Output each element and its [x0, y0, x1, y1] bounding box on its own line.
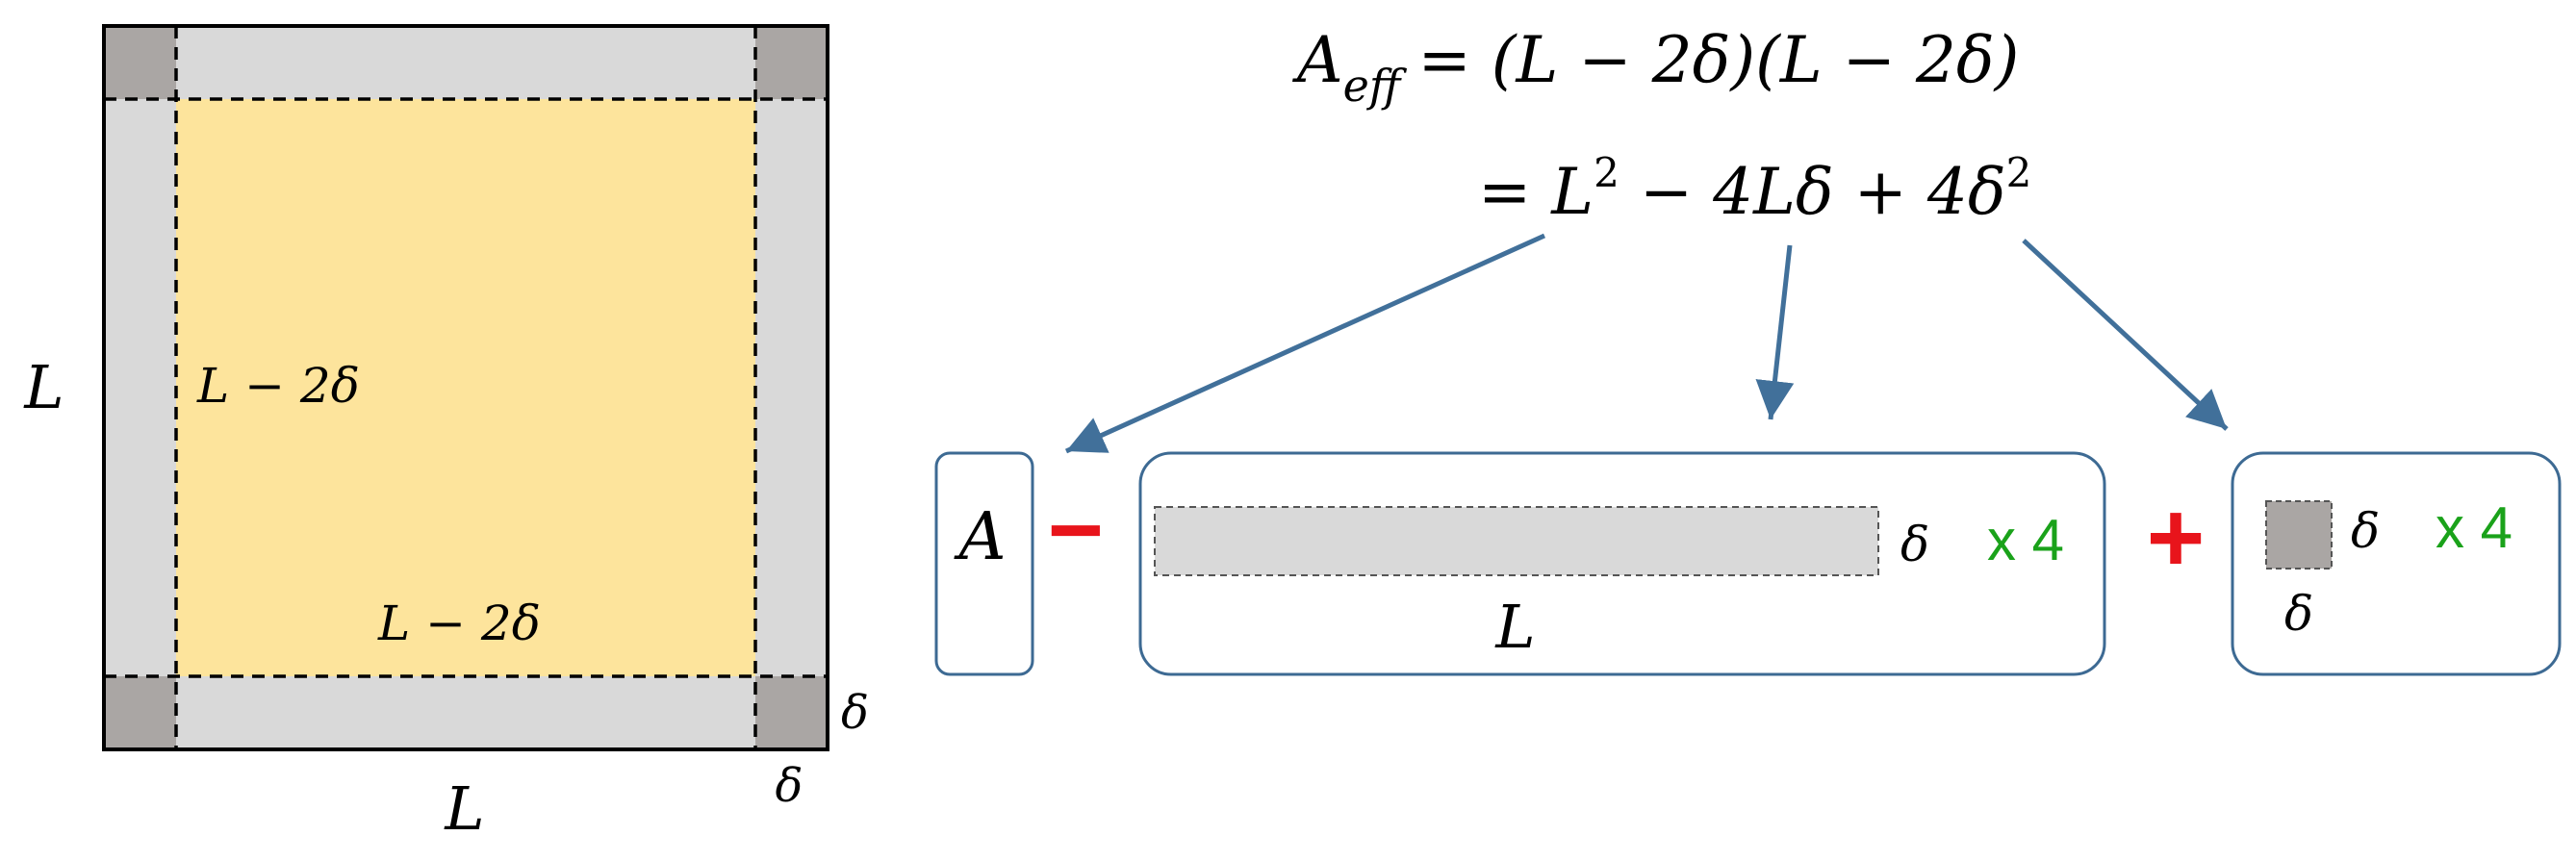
- corner-term-box: δ δ x 4: [2231, 451, 2562, 676]
- arrow-to-area-term: [1064, 233, 1546, 454]
- equation-line-1: Aeff= (L − 2δ)(L − 2δ): [1291, 23, 2019, 112]
- corner-multiplier: x 4: [2436, 495, 2512, 560]
- corner-top-left: [104, 26, 176, 99]
- effective-area: [176, 99, 755, 676]
- square-figure: L L L − 2δ L − 2δ δ δ: [23, 24, 869, 844]
- arrows: [1064, 233, 2229, 454]
- side-label-left: L: [23, 352, 64, 422]
- line2-exponent-2: 2: [2006, 149, 2032, 196]
- line2-exponent-1: 2: [1594, 149, 1620, 196]
- minus-sign: −: [1048, 476, 1104, 584]
- corner-delta-right: δ: [841, 686, 869, 740]
- side-label-bottom: L: [444, 773, 484, 844]
- line2-middle: − 4Lδ + 4δ: [1620, 155, 2006, 229]
- corner-bottom-left: [104, 676, 176, 749]
- corner-top-right: [755, 26, 828, 99]
- area-term-box: A: [934, 451, 1034, 676]
- lhs-base: A: [1291, 23, 1343, 97]
- corner-side-right: δ: [2351, 503, 2380, 559]
- plus-sign: +: [2147, 482, 2206, 594]
- strip-length-label: L: [1494, 592, 1535, 662]
- strip-width-label: δ: [1900, 517, 1929, 572]
- line2-equals: =: [1478, 155, 1551, 229]
- inner-label-horizontal: L − 2δ: [377, 595, 541, 651]
- arrow-to-corner-term: [2022, 239, 2229, 431]
- equation: Aeff= (L − 2δ)(L − 2δ) = L2 − 4Lδ + 4δ2: [1291, 23, 2031, 229]
- line2-L: L: [1550, 155, 1594, 229]
- strip-multiplier: x 4: [1987, 508, 2064, 572]
- lhs-subscript: eff: [1343, 60, 1408, 112]
- corner-delta-bottom: δ: [776, 759, 803, 813]
- corner-side-bottom: δ: [2284, 586, 2313, 642]
- square-outline: [102, 24, 829, 751]
- area-term-label: A: [953, 499, 1006, 575]
- line1-rhs: = (L − 2δ)(L − 2δ): [1418, 23, 2020, 97]
- arrow-to-strip-term: [1755, 244, 1795, 420]
- strip-term-box: δ x 4 L: [1138, 451, 2106, 676]
- border-strip: [1154, 506, 1879, 576]
- equation-line-2: = L2 − 4Lδ + 4δ2: [1478, 149, 2031, 229]
- inner-label-vertical: L − 2δ: [196, 358, 360, 414]
- corner-square: [2265, 500, 2333, 570]
- corner-bottom-right: [755, 676, 828, 749]
